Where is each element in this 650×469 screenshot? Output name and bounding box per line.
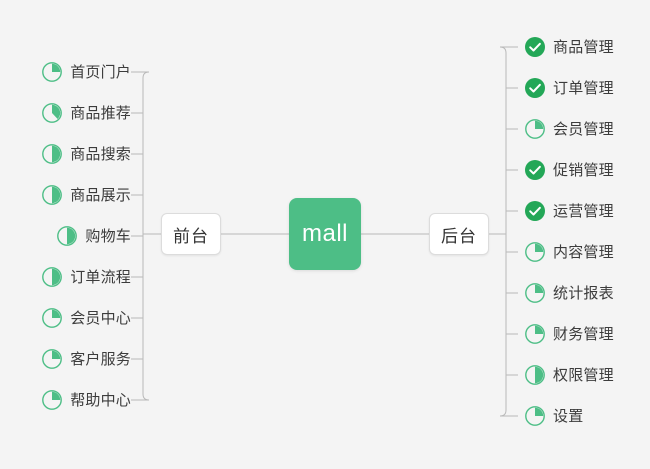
leaf-item-label: 订单管理	[553, 79, 614, 97]
pie-progress-icon	[524, 405, 546, 427]
root-node-mall[interactable]: mall	[289, 198, 361, 270]
leaf-item-left[interactable]: 会员中心	[41, 305, 131, 331]
leaf-item-label: 商品推荐	[70, 104, 131, 122]
pie-progress-icon	[41, 307, 63, 329]
root-node-label: mall	[301, 220, 348, 247]
pie-progress-icon	[524, 364, 546, 386]
check-circle-icon	[524, 159, 546, 181]
leaf-item-label: 设置	[553, 407, 584, 425]
leaf-item-label: 促销管理	[553, 161, 614, 179]
leaf-item-label: 商品展示	[70, 186, 131, 204]
leaf-item-left[interactable]: 订单流程	[41, 264, 131, 290]
leaf-item-label: 统计报表	[553, 284, 614, 302]
leaf-item-right[interactable]: 内容管理	[524, 239, 614, 265]
leaf-item-right[interactable]: 设置	[524, 403, 583, 429]
leaf-item-label: 财务管理	[553, 325, 614, 343]
leaf-item-label: 运营管理	[553, 202, 614, 220]
leaf-item-label: 会员中心	[70, 309, 131, 327]
leaf-item-right[interactable]: 运营管理	[524, 198, 614, 224]
leaf-item-label: 权限管理	[553, 366, 614, 384]
leaf-item-left[interactable]: 首页门户	[41, 59, 131, 85]
branch-node-front[interactable]: 前台	[161, 213, 221, 255]
pie-progress-icon	[524, 323, 546, 345]
leaf-item-right[interactable]: 统计报表	[524, 280, 614, 306]
leaf-item-right[interactable]: 订单管理	[524, 75, 614, 101]
leaf-item-left[interactable]: 帮助中心	[41, 387, 131, 413]
pie-progress-icon	[524, 241, 546, 263]
leaf-item-left[interactable]: 商品展示	[41, 182, 131, 208]
leaf-item-label: 内容管理	[553, 243, 614, 261]
branch-node-front-label: 前台	[173, 226, 209, 246]
branch-node-back-label: 后台	[441, 226, 477, 246]
leaf-item-label: 帮助中心	[70, 391, 131, 409]
leaf-item-right[interactable]: 财务管理	[524, 321, 614, 347]
check-circle-icon	[524, 77, 546, 99]
leaf-item-label: 会员管理	[553, 120, 614, 138]
leaf-item-left[interactable]: 商品推荐	[41, 100, 131, 126]
leaf-item-label: 商品搜索	[70, 145, 131, 163]
pie-progress-icon	[524, 118, 546, 140]
pie-progress-icon	[524, 282, 546, 304]
leaf-item-label: 客户服务	[70, 350, 131, 368]
pie-progress-icon	[41, 184, 63, 206]
branch-node-back[interactable]: 后台	[429, 213, 489, 255]
leaf-item-right[interactable]: 促销管理	[524, 157, 614, 183]
pie-progress-icon	[41, 102, 63, 124]
pie-progress-icon	[56, 225, 78, 247]
leaf-item-label: 购物车	[85, 227, 131, 245]
leaf-item-label: 订单流程	[70, 268, 131, 286]
pie-progress-icon	[41, 61, 63, 83]
leaf-item-right[interactable]: 会员管理	[524, 116, 614, 142]
check-circle-icon	[524, 36, 546, 58]
pie-progress-icon	[41, 389, 63, 411]
leaf-item-right[interactable]: 商品管理	[524, 34, 614, 60]
leaf-item-label: 首页门户	[70, 63, 131, 81]
pie-progress-icon	[41, 348, 63, 370]
leaf-item-right[interactable]: 权限管理	[524, 362, 614, 388]
leaf-item-left[interactable]: 客户服务	[41, 346, 131, 372]
pie-progress-icon	[41, 266, 63, 288]
leaf-item-left[interactable]: 购物车	[56, 223, 131, 249]
leaf-item-left[interactable]: 商品搜索	[41, 141, 131, 167]
check-circle-icon	[524, 200, 546, 222]
leaf-item-label: 商品管理	[553, 38, 614, 56]
pie-progress-icon	[41, 143, 63, 165]
